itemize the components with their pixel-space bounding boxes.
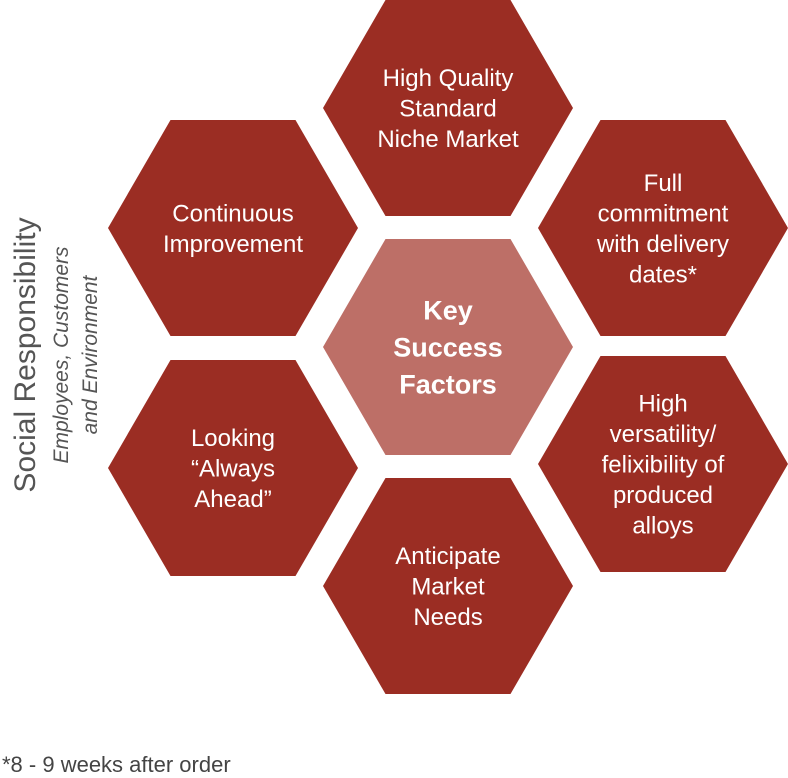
side-label-title: Social Responsibility <box>9 217 42 492</box>
hexagon-center-label-line-3: Factors <box>399 370 497 400</box>
hexagon-center-shape <box>323 239 573 455</box>
hexagon-delivery: Full commitment with delivery dates* <box>538 120 788 336</box>
hexagon-versatility: High versatility/felixibility of produced a… <box>538 356 788 572</box>
hexagon-quality-label-line-3: Niche Market <box>377 126 519 153</box>
hexagon-ahead-label-line-2: “Always <box>191 456 275 483</box>
hexagon-versatility-label-line-4: produced <box>613 482 713 509</box>
hexagon-versatility-label-line-1: High <box>638 391 687 418</box>
hexagon-versatility-label-line-5: alloys <box>632 513 693 540</box>
hexagon-quality-label-line-1: High Quality <box>383 65 514 92</box>
hexagon-center-label-line-2: Success <box>393 333 503 363</box>
hexagon-quality-label-line-2: Standard <box>399 96 496 123</box>
hexagon-anticipate-shape <box>323 478 573 694</box>
hexagon-ahead-label-line-3: Ahead” <box>194 486 271 513</box>
hexagon-versatility-label-line-3: felixibility of <box>602 452 725 479</box>
hexagon-anticipate-label-line-1: Anticipate <box>395 543 500 570</box>
hexagon-anticipate-label-line-3: Needs <box>413 604 482 631</box>
hexagon-delivery-label-line-2: commitment <box>598 200 729 227</box>
hexagon-delivery-label-line-4: dates* <box>629 261 697 288</box>
hexagon-improvement-label-line-2: Improvement <box>163 231 303 258</box>
footnote: *8 - 9 weeks after order <box>2 752 231 777</box>
hexagon-anticipate-label-line-2: Market <box>411 574 485 601</box>
hexagon-versatility-label-line-2: versatility/ <box>610 421 717 448</box>
hexagon-improvement-label-line-1: Continuous <box>172 200 293 227</box>
hexagon-quality-shape <box>323 0 573 216</box>
hexagon-ahead-label-line-1: Looking <box>191 425 275 452</box>
side-label-subtitle-line-2: and Environment <box>79 274 102 434</box>
side-label-subtitle-line-1: Employees, Customers <box>50 246 73 464</box>
hexagon-versatility-shape <box>538 356 788 572</box>
hexagon-center-label-line-1: Key <box>423 296 473 326</box>
hexagon-ahead-shape <box>108 360 358 576</box>
hexagon-improvement-shape <box>108 120 358 336</box>
hexagon-delivery-shape <box>538 120 788 336</box>
hexagon-delivery-label-line-1: Full <box>644 170 683 197</box>
hexagon-delivery-label-line-3: with delivery <box>596 231 729 258</box>
side-label: Social Responsibility Employees, Custome… <box>9 217 102 492</box>
